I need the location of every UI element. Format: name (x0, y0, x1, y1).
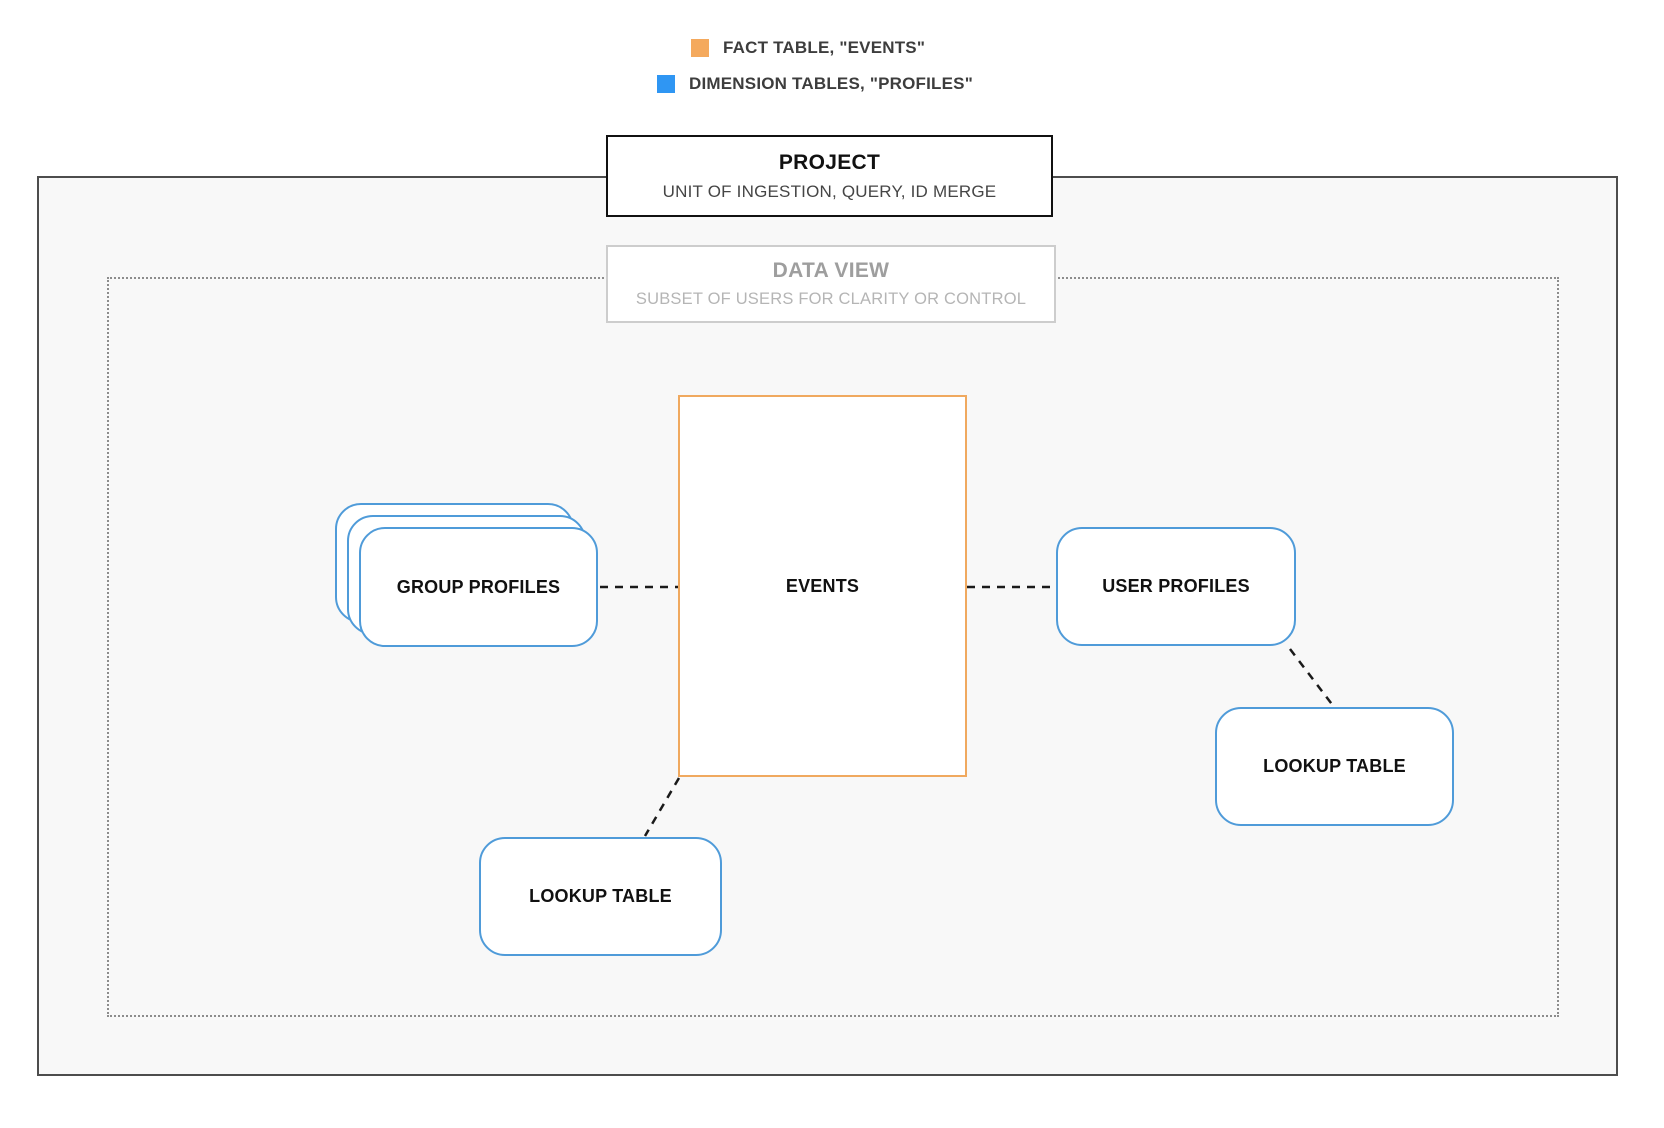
connector-events-lookup-table (643, 777, 681, 837)
node-user-profiles-label: USER PROFILES (1102, 576, 1250, 596)
node-user-profiles: USER PROFILES (1056, 527, 1296, 646)
legend-item-dimension: DIMENSION TABLES, "PROFILES" (657, 74, 973, 94)
node-lookup-table-bottom-label: LOOKUP TABLE (529, 886, 672, 906)
node-group-profiles-label: GROUP PROFILES (396, 576, 561, 597)
legend-label-dimension: DIMENSION TABLES, "PROFILES" (689, 74, 973, 93)
node-group-profiles: GROUP PROFILES (359, 527, 598, 647)
data-view-header-box: DATA VIEW SUBSET OF USERS FOR CLARITY OR… (606, 245, 1056, 323)
data-view-subtitle: SUBSET OF USERS FOR CLARITY OR CONTROL (635, 290, 1027, 308)
project-header-box: PROJECT UNIT OF INGESTION, QUERY, ID MER… (606, 135, 1053, 217)
data-view-title: DATA VIEW (772, 259, 890, 282)
fact-swatch-icon (691, 39, 709, 57)
project-title: PROJECT (778, 150, 881, 174)
node-lookup-table-right-label: LOOKUP TABLE (1263, 756, 1406, 776)
node-lookup-table-right: LOOKUP TABLE (1215, 707, 1454, 826)
project-subtitle: UNIT OF INGESTION, QUERY, ID MERGE (662, 181, 997, 201)
node-events: EVENTS (678, 395, 967, 777)
dimension-swatch-icon (657, 75, 675, 93)
legend-item-fact: FACT TABLE, "EVENTS" (691, 38, 925, 58)
node-lookup-table-bottom: LOOKUP TABLE (479, 837, 722, 956)
node-events-label: EVENTS (785, 575, 860, 596)
connector-user-profiles-lookup-table (1289, 648, 1335, 708)
legend-label-fact: FACT TABLE, "EVENTS" (723, 38, 926, 57)
